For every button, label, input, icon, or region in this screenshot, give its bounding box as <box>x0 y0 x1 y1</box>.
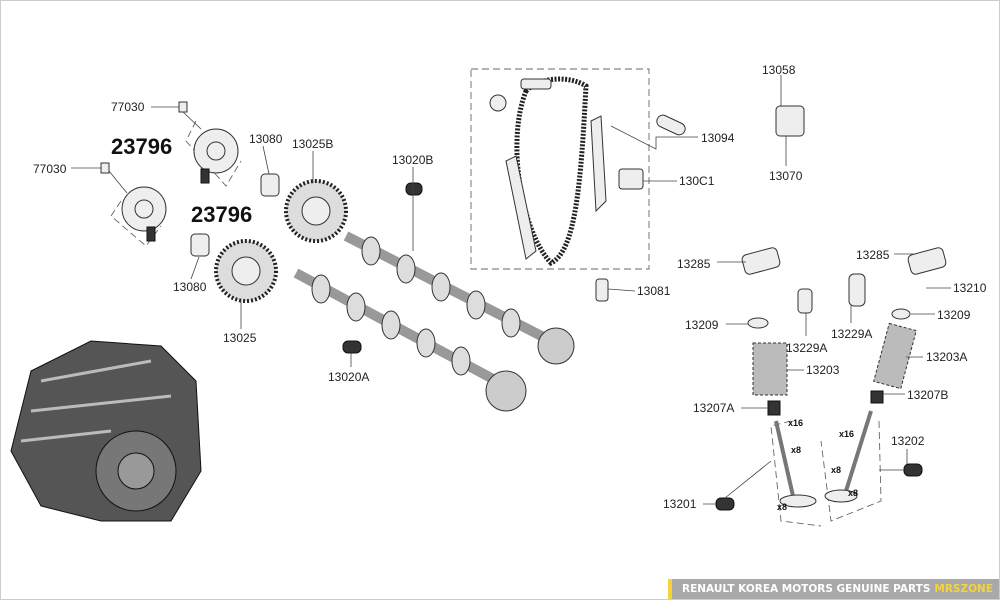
label-13058: 13058 <box>762 63 796 77</box>
vtc-actuator-lower <box>121 186 167 242</box>
qty-x8: x8 <box>791 445 801 455</box>
part-13070 <box>775 105 805 137</box>
qty-x16: x16 <box>788 418 803 428</box>
label-13285: 13285 <box>856 248 890 262</box>
camshaft-13020b <box>343 231 575 365</box>
label-13207b: 13207B <box>907 388 948 402</box>
bolt <box>489 94 507 112</box>
label-13285: 13285 <box>677 257 711 271</box>
box-vtc-upper <box>185 120 242 187</box>
label-77030: 77030 <box>33 162 67 176</box>
label-13080: 13080 <box>249 132 283 146</box>
label-13209: 13209 <box>937 308 971 322</box>
qty-x8: x8 <box>831 465 841 475</box>
callout-23796: 23796 <box>191 202 252 227</box>
callout-23796: 23796 <box>111 134 172 159</box>
group-boxes <box>110 68 882 527</box>
banner-text: RENAULT KOREA MOTORS GENUINE PARTS <box>682 583 931 595</box>
timing-chain <box>489 76 686 302</box>
label-13203a: 13203A <box>926 350 967 364</box>
label-13207a: 13207A <box>693 401 734 415</box>
pin-13081 <box>595 278 609 302</box>
tensioner-130c1 <box>618 168 644 190</box>
chain-guide <box>505 155 537 260</box>
chain-tensioner-arm <box>590 115 607 213</box>
camshaft-13020a <box>293 268 527 412</box>
label-13020a: 13020A <box>328 370 369 384</box>
timing-chain-box <box>470 68 650 270</box>
vtc-actuator-upper <box>193 128 239 184</box>
label-13025b: 13025B <box>292 137 333 151</box>
label-13025: 13025 <box>223 331 257 345</box>
valvetrain-exhaust <box>824 247 947 503</box>
sprocket-13025b <box>284 179 348 243</box>
banner-brand: MRSZONE <box>934 583 993 595</box>
label-13202: 13202 <box>891 434 925 448</box>
label-13229a: 13229A <box>786 341 827 355</box>
engine-image <box>10 340 202 522</box>
label-130c1: 130C1 <box>679 174 715 188</box>
icon-13202 <box>903 463 923 477</box>
label-77030: 77030 <box>111 100 145 114</box>
sprocket-13025 <box>214 239 278 303</box>
ocv-lower <box>190 233 210 257</box>
qty-x8: x8 <box>777 502 787 512</box>
leader-lines <box>71 75 951 505</box>
ocv-upper <box>260 173 280 197</box>
watermark-banner: RENAULT KOREA MOTORS GENUINE PARTS MRSZO… <box>668 579 999 599</box>
label-13210: 13210 <box>953 281 987 295</box>
label-13080: 13080 <box>173 280 207 294</box>
label-13081: 13081 <box>637 284 671 298</box>
label-13094: 13094 <box>701 131 735 145</box>
pin-13094 <box>656 114 686 136</box>
label-13070: 13070 <box>769 169 803 183</box>
label-13209: 13209 <box>685 318 719 332</box>
valvetrain-intake <box>741 247 817 508</box>
label-13020b: 13020B <box>392 153 433 167</box>
label-13203: 13203 <box>806 363 840 377</box>
icon-13020b <box>405 182 423 196</box>
label-13229a: 13229A <box>831 327 872 341</box>
label-13201: 13201 <box>663 497 697 511</box>
qty-x8: x8 <box>848 488 858 498</box>
icon-13020a <box>342 340 362 354</box>
icon-13201 <box>715 497 735 511</box>
box-intake-valve <box>770 420 822 527</box>
upper-guide <box>520 78 552 90</box>
qty-x16: x16 <box>839 429 854 439</box>
